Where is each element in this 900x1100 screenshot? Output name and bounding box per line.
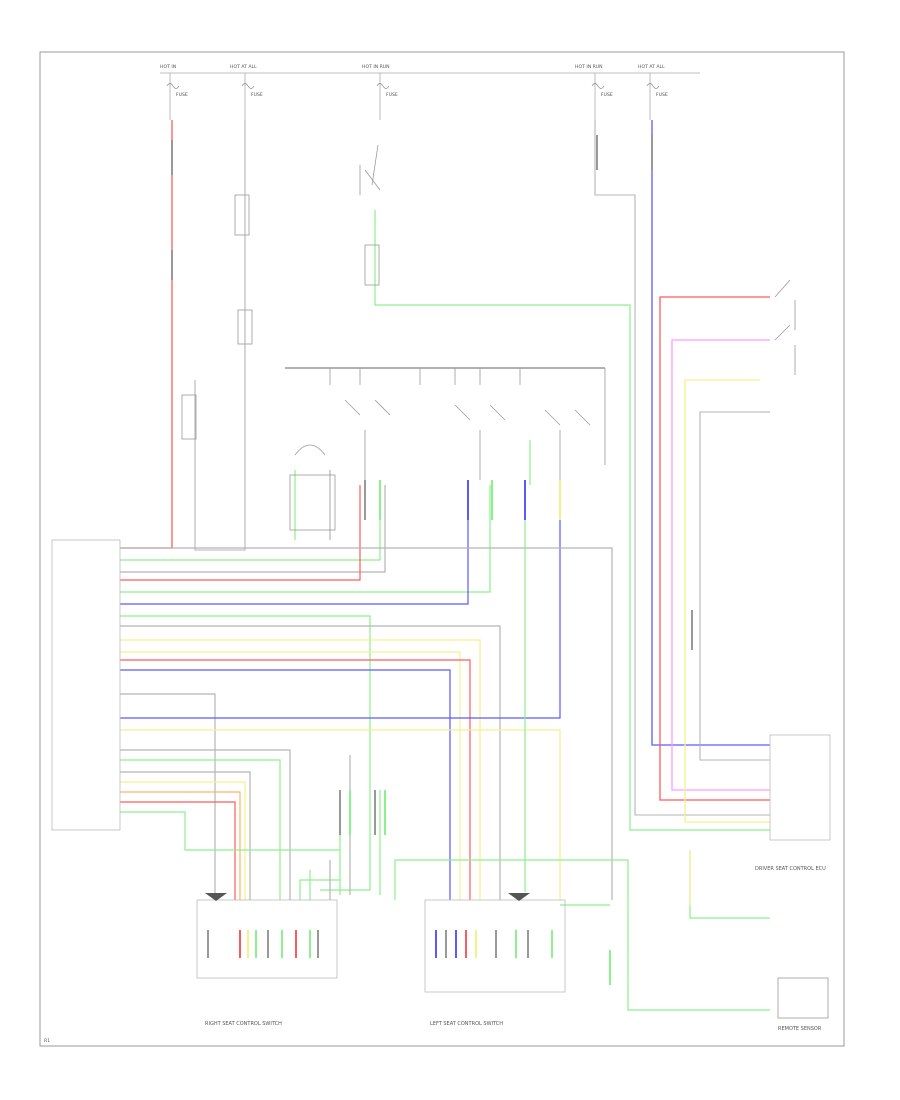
source-label-5: HOT AT ALL (638, 64, 665, 70)
wire-red-main (120, 120, 173, 549)
lower-connectors (196, 893, 566, 993)
ref-code: R1 (44, 1038, 50, 1044)
remote-sensor-box (777, 977, 829, 1019)
left-seat-switch-title: LEFT SEAT CONTROL SWITCH (430, 1021, 503, 1027)
ecu-right-connector (769, 734, 831, 841)
ecu-left-wires (120, 485, 613, 900)
fuse-label-4: FUSE (601, 92, 613, 98)
fuse-label-1: FUSE (176, 92, 188, 98)
fuse-label-3: FUSE (386, 92, 398, 98)
wire-pink-right (671, 339, 770, 791)
switch-drop-wires (294, 440, 531, 892)
wire-red-right (659, 296, 770, 801)
component-boxes (181, 194, 380, 531)
ecu-title: DRIVER SEAT CONTROL ECU (755, 866, 826, 872)
right-seat-switch-title: RIGHT SEAT CONTROL SWITCH (205, 1021, 282, 1027)
source-label-1: HOT IN (160, 64, 176, 70)
fuse-symbols (166, 83, 660, 89)
remote-sensor-title: REMOTE SENSOR (778, 1026, 822, 1032)
fuse-label-5: FUSE (656, 92, 668, 98)
ecu-left-connector (51, 539, 121, 831)
fuse-label-2: FUSE (251, 92, 263, 98)
top-source-labels: HOT IN HOT AT ALL HOT IN RUN HOT IN RUN … (160, 64, 665, 70)
fuse-drops (169, 73, 651, 120)
connector-pins (171, 135, 693, 985)
wire-gray-col4 (594, 120, 770, 816)
right-switches (760, 279, 796, 413)
switch-contacts (329, 368, 606, 480)
wire-green-switch (374, 210, 770, 831)
source-label-3: HOT IN RUN (362, 64, 390, 70)
wire-yellow-right (684, 379, 770, 823)
wire-gray-right (699, 411, 770, 761)
wire-blue-col5 (651, 120, 770, 746)
upper-switch (359, 144, 381, 195)
source-label-2: HOT AT ALL (230, 64, 257, 70)
source-label-4: HOT IN RUN (575, 64, 603, 70)
fuse-labels: FUSE FUSE FUSE FUSE FUSE (176, 92, 668, 98)
diagram-frame (39, 51, 845, 1047)
wire-gray-col2 (194, 120, 246, 551)
